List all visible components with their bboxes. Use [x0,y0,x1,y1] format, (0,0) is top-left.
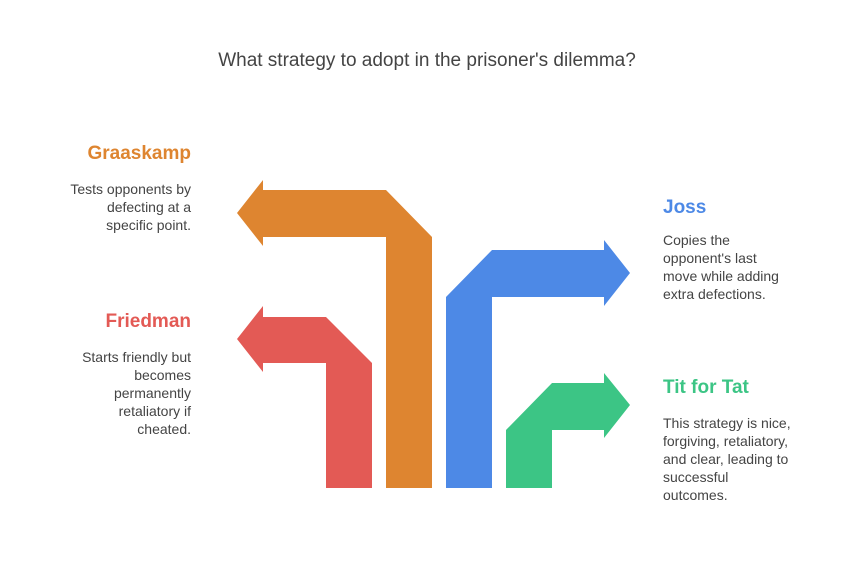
description-line: Starts friendly but [82,349,191,365]
joss-heading: Joss [663,197,707,218]
description-line: cheated. [137,421,191,437]
friedman-description: Starts friendly but becomes permanently … [82,348,191,438]
tit-for-tat-description: This strategy is nice, forgiving, retali… [663,414,791,504]
description-line: specific point. [106,217,191,233]
description-line: and clear, leading to [663,451,789,467]
description-line: outcomes. [663,487,728,503]
joss-arrow [446,240,630,306]
tit-for-tat-heading: Tit for Tat [663,377,749,398]
graaskamp-heading: Graaskamp [87,143,191,164]
graaskamp-arrow [237,180,432,246]
friedman-bar [326,363,372,488]
friedman-arrow [237,306,372,372]
joss-bar [446,297,492,488]
diagram-title: What strategy to adopt in the prisoner's… [218,50,636,71]
description-line: This strategy is nice, [663,415,791,431]
description-line: successful [663,469,729,485]
description-line: permanently [113,385,191,401]
description-line: extra defections. [663,286,766,302]
tit-for-tat-arrow [506,373,630,438]
joss-description: Copies the opponent's last move while ad… [663,231,779,303]
friedman-heading: Friedman [105,311,191,332]
description-line: opponent's last [663,250,757,266]
graaskamp-bar [386,237,432,488]
description-line: forgiving, retaliatory, [663,433,789,449]
description-line: defecting at a [106,199,191,215]
graaskamp-description: Tests opponents by defecting at a specif… [70,180,191,234]
description-line: Copies the [663,232,730,248]
description-line: becomes [134,367,191,383]
description-line: move while adding [663,268,779,284]
tit-for-tat-bar [506,430,552,488]
description-line: Tests opponents by [70,181,191,197]
description-line: retaliatory if [118,403,191,419]
